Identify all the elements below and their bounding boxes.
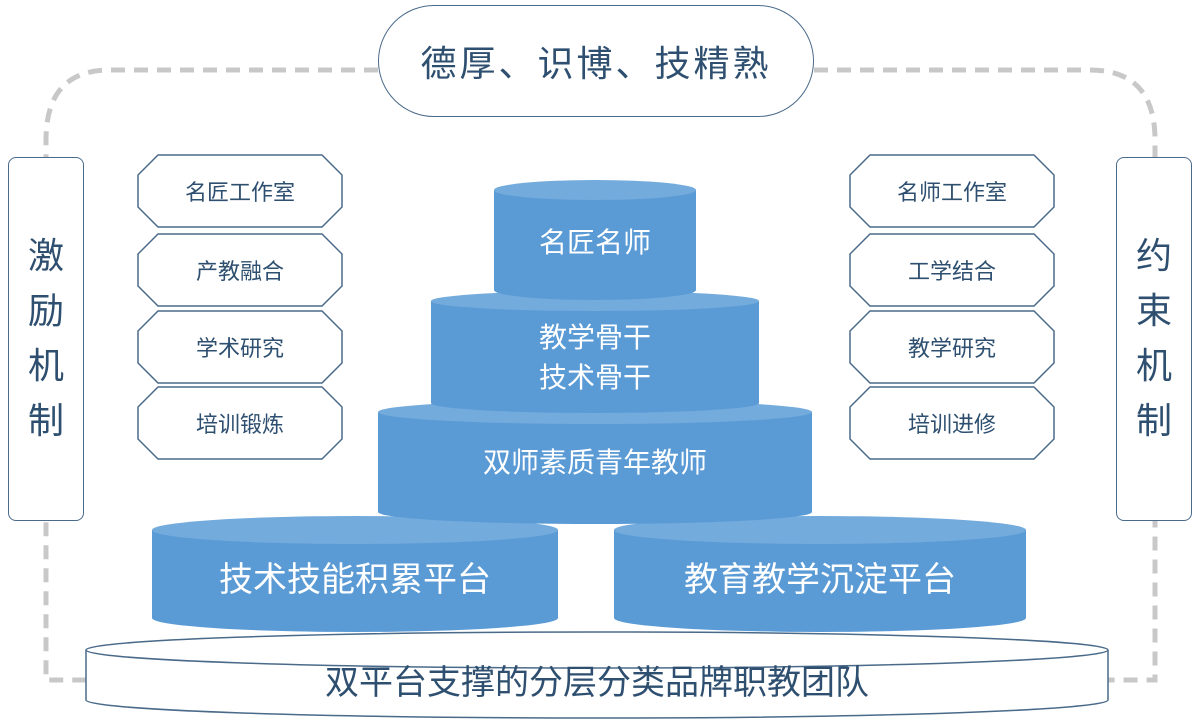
- right-octagon-1: [849, 154, 1055, 228]
- platform-right-cylinder: [614, 516, 1026, 632]
- incentive-mechanism-bar: 激励机制: [8, 157, 84, 521]
- incentive-mechanism-label: 激励机制: [27, 236, 64, 442]
- dashed-connector-frame: [43, 67, 1158, 683]
- base-platform: [85, 631, 1109, 719]
- tier2-cylinder: [431, 291, 759, 413]
- left-octagon-group: [137, 154, 343, 460]
- constraint-mechanism-label: 约束机制: [1135, 236, 1172, 442]
- top-goal-label: 德厚、识博、技精熟: [420, 44, 772, 85]
- right-octagon-4: [849, 386, 1055, 460]
- right-octagon-3: [849, 310, 1055, 384]
- constraint-mechanism-bar: 约束机制: [1116, 157, 1192, 521]
- left-octagon-1: [137, 154, 343, 228]
- left-octagon-3: [137, 310, 343, 384]
- left-octagon-4: [137, 386, 343, 460]
- right-octagon-2: [849, 233, 1055, 307]
- right-octagon-group: [849, 154, 1055, 460]
- platform-left-cylinder: [152, 516, 558, 632]
- tier3-cylinder: [378, 400, 812, 524]
- tier1-cylinder: [494, 180, 696, 300]
- top-goal-box: 德厚、识博、技精熟: [378, 5, 814, 117]
- left-octagon-2: [137, 233, 343, 307]
